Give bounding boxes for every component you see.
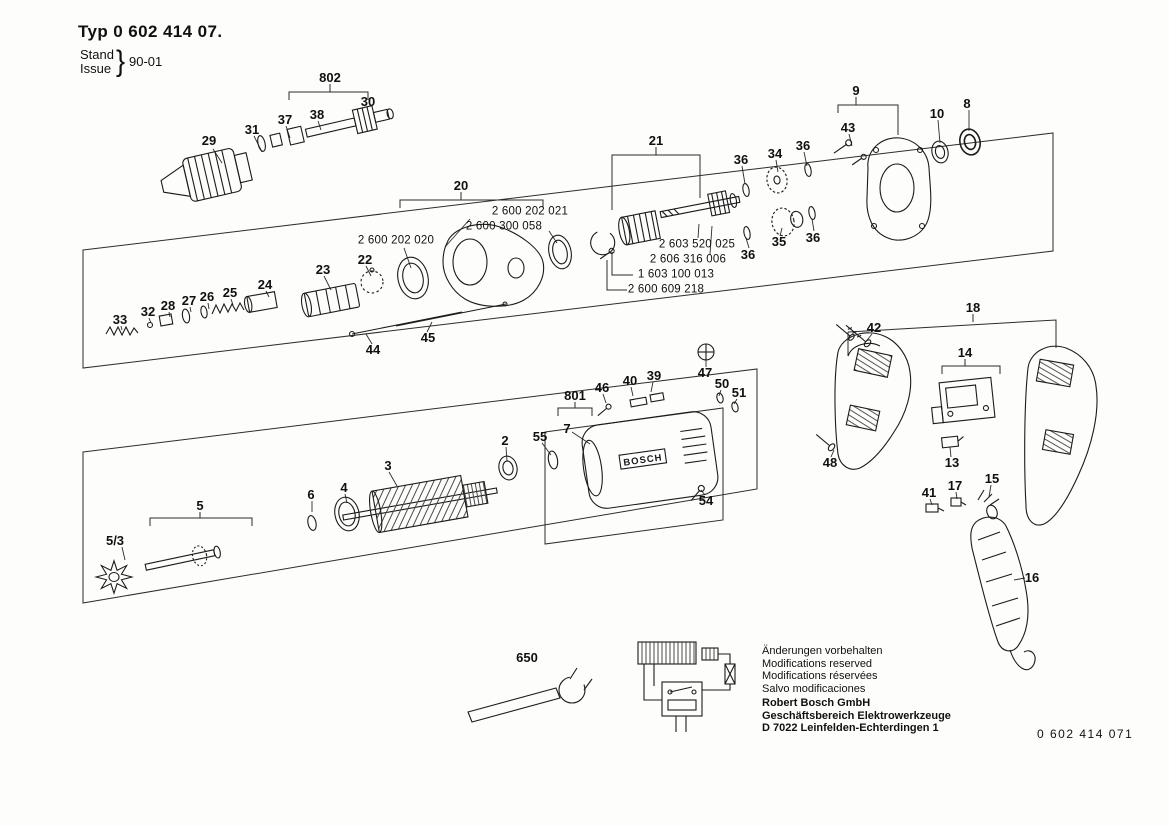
part-gear-housing [442, 223, 545, 307]
leader-lines [120, 110, 1026, 581]
part-spring-25 [211, 301, 245, 315]
note-line: Modifications réservées [762, 670, 878, 682]
part-screw-54 [690, 484, 705, 502]
company-line: Robert Bosch GmbH [762, 697, 871, 709]
part-shaft-5 [144, 545, 221, 571]
issue-label: Issue [80, 60, 112, 76]
part-screw-42a [845, 324, 872, 348]
part-screw-48 [815, 434, 836, 452]
part-ball-ring-22 [360, 270, 384, 294]
part-wrench-650 [467, 661, 595, 723]
part-rod-45 [395, 301, 508, 327]
part-bracket-13 [940, 435, 964, 449]
page-title: Typ 0 602 414 07. [78, 22, 223, 41]
part-coupling-24 [243, 291, 278, 313]
part-ball-22 [369, 267, 375, 273]
part-collar [397, 256, 429, 300]
part-terminal-41 [925, 503, 945, 513]
part-bearing-2 [498, 455, 518, 481]
part-washer-36b [804, 163, 812, 177]
part-motor-housing: BOSCH [581, 411, 719, 509]
part-armature-3 [342, 474, 498, 534]
footer-company: Robert Bosch GmbH Geschäftsbereich Elekt… [762, 697, 951, 735]
part-drive-spindle [659, 190, 741, 219]
part-screw-43a [833, 139, 853, 154]
part-washer-36a [742, 183, 750, 197]
stand-label: Stand [80, 46, 114, 62]
revision-block: Stand Issue } 90-01 [80, 44, 222, 78]
part-switch-14 [931, 376, 996, 425]
part-screw-46 [597, 403, 612, 417]
part-washer-6 [307, 515, 317, 531]
part-spring-33 [105, 325, 139, 337]
part-spindle-group [257, 105, 394, 152]
brace-glyph: } [115, 44, 126, 78]
label-brackets [149, 84, 1001, 526]
part-washer-55 [547, 450, 559, 470]
footer-notes: Änderungen vorbehalten Modifications res… [762, 645, 882, 695]
part-sleeve-28 [158, 313, 174, 327]
part-fan [94, 559, 134, 595]
part-bearing-10 [931, 140, 949, 164]
note-line: Salvo modificaciones [762, 682, 866, 695]
part-washer-50 [716, 392, 724, 404]
part-washer-36c [743, 226, 751, 240]
note-line: Änderungen vorbehalten [762, 645, 883, 657]
part-chuck [160, 148, 253, 202]
header: Typ 0 602 414 07. Stand Issue } 90-01 [78, 22, 222, 77]
part-sleeve-23 [300, 283, 361, 318]
part-ring-058 [548, 234, 572, 270]
part-terminal-17 [950, 497, 967, 507]
part-handle-shell-right [1024, 345, 1098, 526]
company-line: D 7022 Leinfelden-Echterdingen 1 [762, 722, 939, 734]
part-gear-35 [771, 207, 804, 237]
part-brush-40 [629, 396, 648, 408]
part-wires-15 [977, 489, 1000, 520]
brand-label: BOSCH [623, 452, 663, 468]
part-cord-protector-16 [970, 516, 1036, 671]
part-screw-43b [851, 153, 867, 166]
revision-value: 90-01 [129, 54, 163, 69]
parts-drawings: BOSCH [94, 105, 1098, 732]
part-screw-47 [697, 343, 715, 361]
part-gear-cover-9 [866, 137, 932, 241]
part-circlip [590, 231, 616, 256]
part-washer-26 [200, 305, 208, 319]
part-bearing-8 [959, 128, 981, 156]
part-screw-609218 [599, 247, 615, 260]
part-washer-27 [181, 308, 191, 324]
note-line: Modifications reserved [762, 657, 873, 670]
part-washer-51 [731, 401, 739, 413]
wiring-schematic [637, 641, 736, 732]
part-gear-34 [766, 166, 788, 194]
company-line: Geschäftsbereich Elektrowerkzeuge [762, 709, 951, 722]
part-clutch-21 [618, 210, 661, 246]
part-brush-39 [649, 392, 665, 403]
part-pin-32 [146, 321, 154, 329]
part-rod-44 [348, 311, 463, 338]
document-number: 0 602 414 071 [1037, 727, 1134, 741]
part-ring-4 [334, 496, 360, 532]
part-screw-42b [835, 324, 855, 341]
part-washer-36d [808, 206, 816, 220]
part-handle-shell-left [834, 332, 912, 470]
